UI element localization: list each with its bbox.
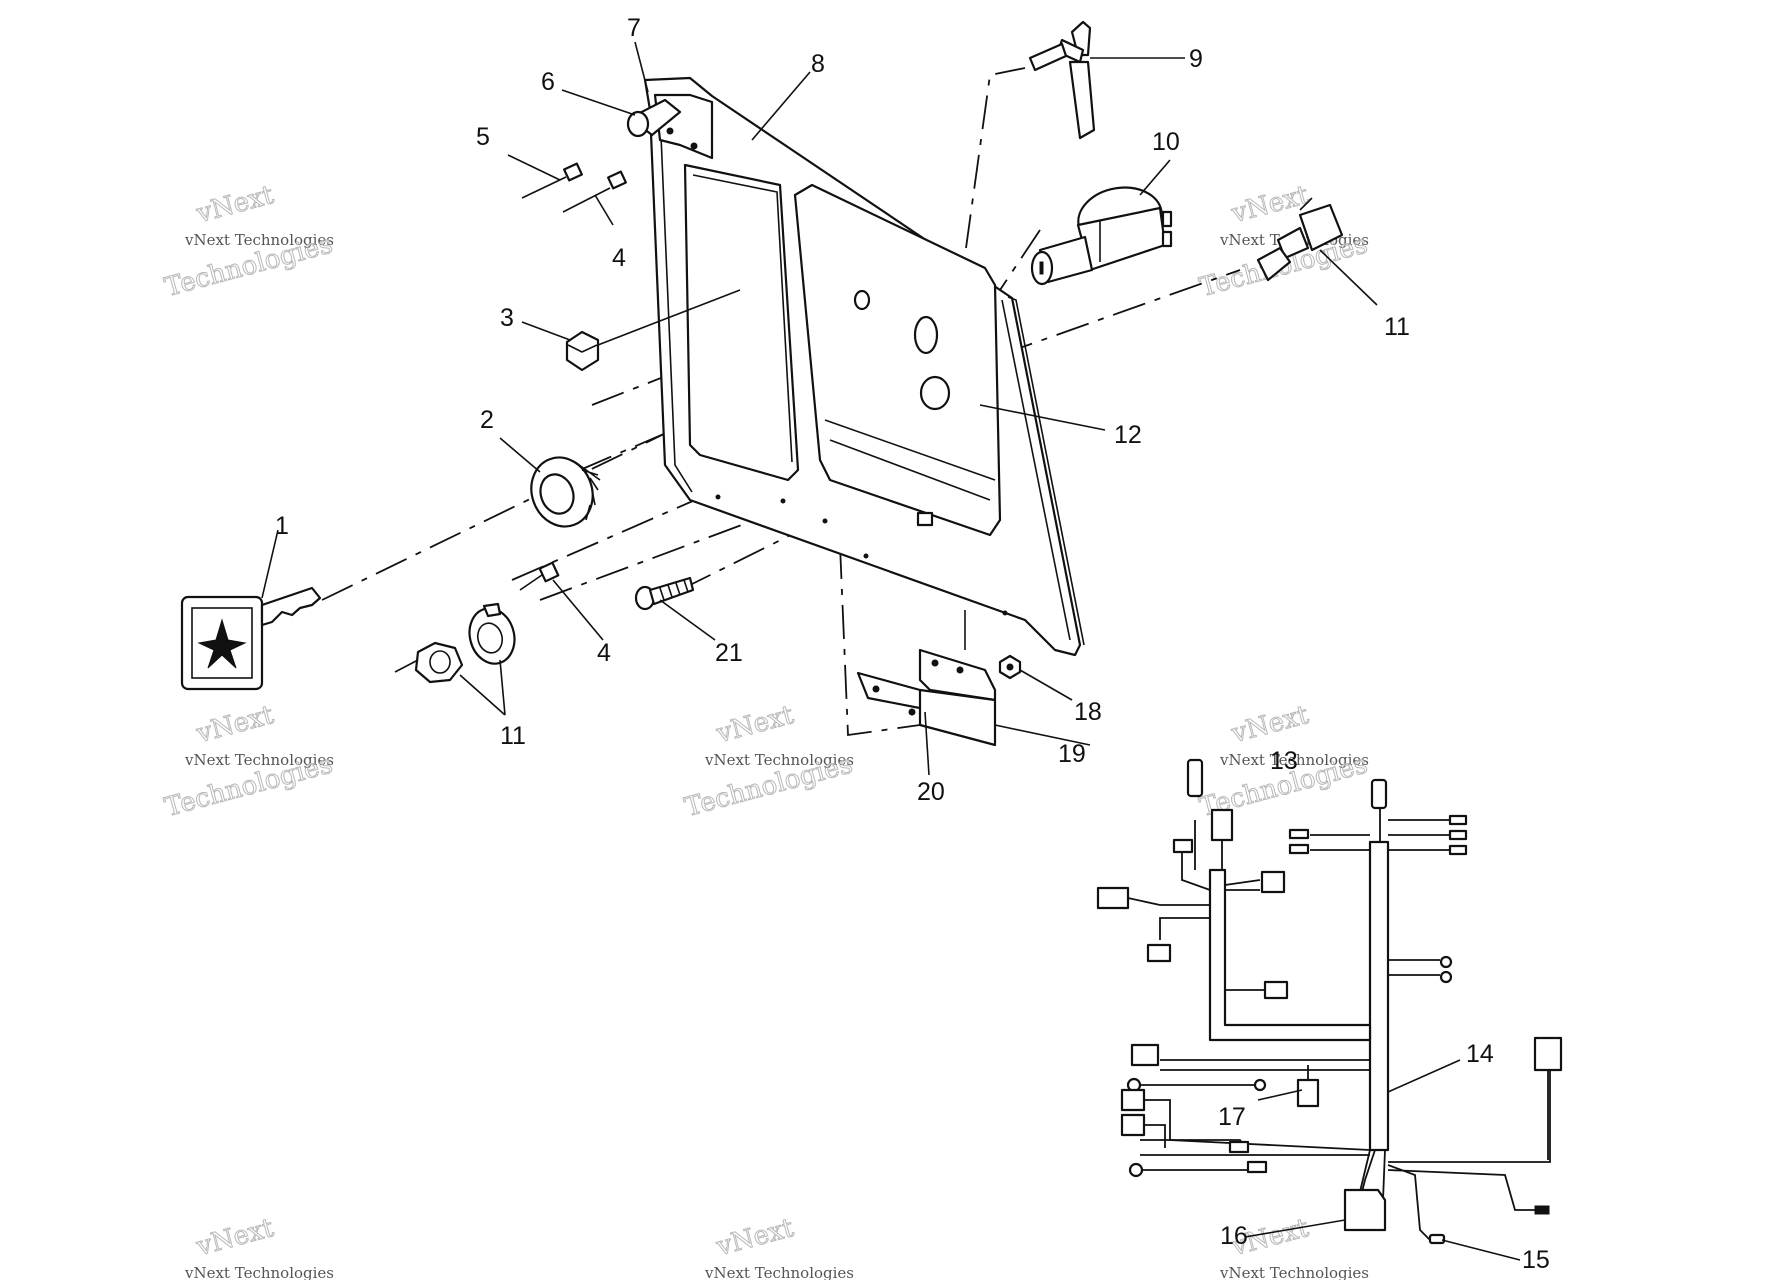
callout-19: 19 — [1058, 740, 1086, 768]
callout-4-upper: 4 — [612, 244, 626, 272]
console-panel — [643, 76, 1085, 657]
callout-21: 21 — [715, 639, 743, 667]
toggle-switch — [1028, 20, 1096, 140]
wiring-harness — [1096, 758, 1563, 1245]
watermark: vNext vNext Technologies — [704, 1212, 854, 1280]
leader-lines — [261, 41, 1521, 1261]
panel-slot — [916, 511, 934, 527]
callout-17: 17 — [1218, 1103, 1246, 1131]
nut — [565, 330, 600, 372]
ignition-switch — [1030, 186, 1173, 286]
watermark: vNext vNext Technologies Technologies — [161, 699, 336, 823]
svg-text:vNext: vNext — [1228, 180, 1313, 230]
callout-1: 1 — [275, 512, 289, 540]
ignition-key — [180, 586, 322, 691]
svg-text:vNext Technologies: vNext Technologies — [184, 751, 334, 769]
watermark: vNext vNext Technologies Technologies — [161, 179, 336, 303]
screw — [634, 576, 695, 611]
svg-text:vNext: vNext — [713, 1213, 798, 1263]
watermark: vNext vNext Technologies — [184, 1212, 334, 1280]
svg-text:vNext: vNext — [193, 180, 278, 230]
svg-text:vNext Technologies: vNext Technologies — [1219, 1264, 1369, 1280]
switch-hole — [919, 375, 951, 411]
callout-4-lower: 4 — [597, 639, 611, 667]
callout-9: 9 — [1189, 45, 1203, 73]
callout-10: 10 — [1152, 128, 1180, 156]
svg-text:vNext Technologies: vNext Technologies — [1219, 751, 1369, 769]
callout-11-right: 11 — [1384, 313, 1410, 341]
light-bracket — [626, 93, 714, 160]
svg-text:vNext Technologies: vNext Technologies — [184, 231, 334, 249]
switch-nut-washer — [394, 602, 516, 684]
rocker-switch — [1256, 197, 1344, 282]
svg-text:vNext: vNext — [713, 700, 798, 750]
callout-5: 5 — [476, 123, 490, 151]
svg-text:vNext Technologies: vNext Technologies — [704, 1264, 854, 1280]
callout-7: 7 — [627, 14, 641, 42]
callout-14: 14 — [1466, 1040, 1494, 1068]
callout-11-left: 11 — [500, 722, 526, 750]
callout-6: 6 — [541, 68, 555, 96]
callout-12: 12 — [1114, 421, 1142, 449]
panel-hole — [853, 289, 871, 311]
callout-15: 15 — [1522, 1246, 1550, 1274]
mounting-bracket — [856, 610, 1022, 747]
watermark: vNext vNext Technologies Technologies — [681, 699, 856, 823]
callout-16: 16 — [1220, 1222, 1248, 1250]
callout-2: 2 — [480, 406, 494, 434]
indicator-bulbs — [521, 162, 627, 213]
callout-labels: 1 2 3 4 4 5 6 7 8 9 10 11 11 12 13 14 15… — [275, 14, 1550, 1274]
callout-18: 18 — [1074, 698, 1102, 726]
svg-text:vNext: vNext — [1228, 700, 1313, 750]
svg-text:vNext Technologies: vNext Technologies — [184, 1264, 334, 1280]
callout-13: 13 — [1270, 747, 1298, 775]
svg-text:vNext: vNext — [193, 700, 278, 750]
svg-text:vNext: vNext — [193, 1213, 278, 1263]
callout-3: 3 — [500, 304, 514, 332]
knurled-nut — [530, 456, 601, 528]
harness-trunk — [1368, 840, 1390, 1152]
svg-text:vNext Technologies: vNext Technologies — [704, 751, 854, 769]
indicator-bulb-lower — [519, 561, 560, 591]
callout-20: 20 — [917, 778, 945, 806]
callout-8: 8 — [811, 50, 825, 78]
key-switch-hole — [913, 315, 939, 355]
